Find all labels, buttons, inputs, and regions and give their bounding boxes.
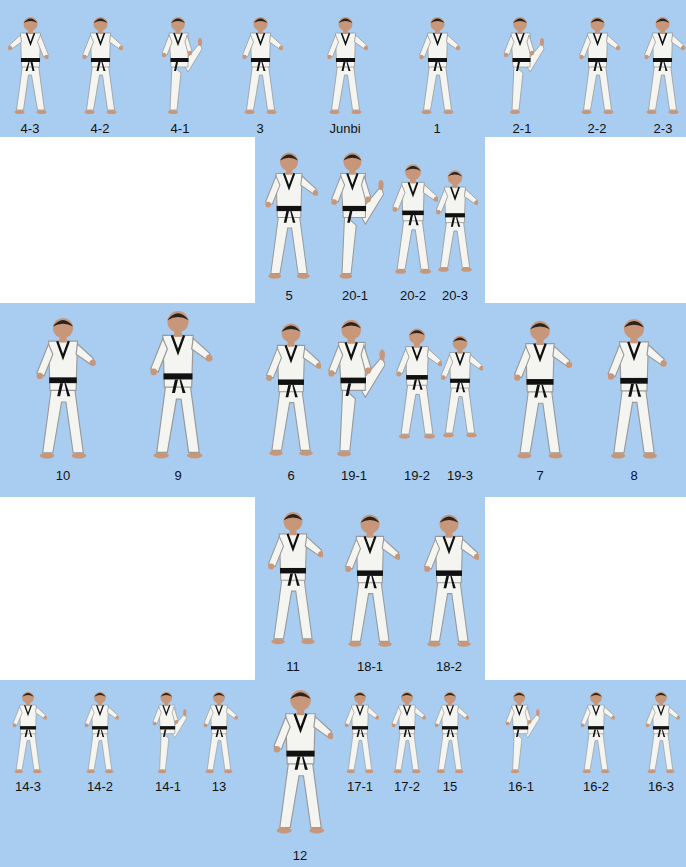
callout-number: Junbi xyxy=(329,121,360,136)
callout-number: 14-3 xyxy=(15,779,41,794)
callout-number: 13 xyxy=(212,779,226,794)
callout-number: 14-1 xyxy=(155,779,181,794)
callout-number: 18-2 xyxy=(436,659,462,674)
callout-number: 19-3 xyxy=(447,468,473,483)
callout-number: 4-2 xyxy=(91,121,110,136)
callout-number: 2-2 xyxy=(588,121,607,136)
callout-number: 5 xyxy=(285,288,292,303)
callout-number: 1 xyxy=(433,121,440,136)
callout-number: 14-2 xyxy=(87,779,113,794)
callout-number: 8 xyxy=(630,468,637,483)
callout-number: 16-2 xyxy=(583,779,609,794)
callout-number: 4-1 xyxy=(171,121,190,136)
callout-number: 19-2 xyxy=(404,468,430,483)
callout-number: 20-3 xyxy=(442,288,468,303)
callout-number: 15 xyxy=(443,779,457,794)
callout-number: 20-1 xyxy=(342,288,368,303)
callout-number: 18-1 xyxy=(357,659,383,674)
callout-number: 20-2 xyxy=(400,288,426,303)
callout-number: 10 xyxy=(56,468,70,483)
callout-number: 7 xyxy=(536,468,543,483)
callout-number: 2-3 xyxy=(654,121,673,136)
callout-number: 11 xyxy=(286,659,300,674)
callout-number: 6 xyxy=(287,468,294,483)
callout-number: 17-1 xyxy=(347,779,373,794)
callout-number: 17-2 xyxy=(394,779,420,794)
callout-number: 4-3 xyxy=(21,121,40,136)
callout-number: 19-1 xyxy=(341,468,367,483)
callout-number: 16-3 xyxy=(648,779,674,794)
callout-number: 2-1 xyxy=(513,121,532,136)
callout-number: 9 xyxy=(174,468,181,483)
callout-number: 12 xyxy=(293,848,307,863)
callout-number: 3 xyxy=(256,121,263,136)
callout-number: 16-1 xyxy=(508,779,534,794)
